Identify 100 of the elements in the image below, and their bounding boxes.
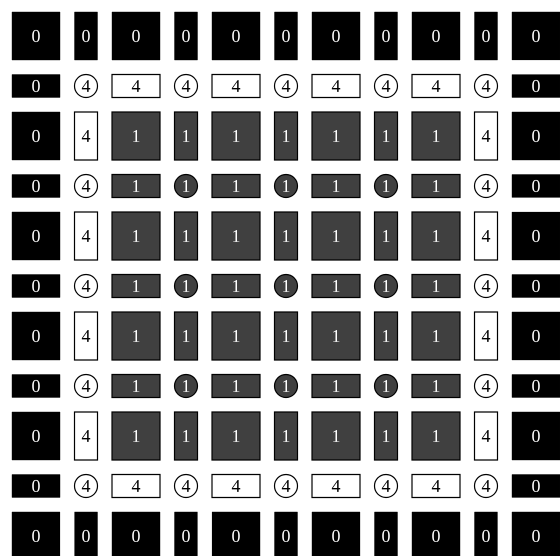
grid-cell: 1 <box>411 174 461 198</box>
grid-cell: 4 <box>74 311 98 361</box>
grid-cell: 0 <box>312 12 360 60</box>
grid-cell: 4 <box>411 74 461 98</box>
grid-cell: 0 <box>12 212 60 260</box>
round-cell: 4 <box>474 74 498 98</box>
grid-cell: 0 <box>474 512 498 556</box>
grid-cell: 0 <box>512 274 560 298</box>
grid-cell: 0 <box>12 312 60 360</box>
round-cell: 4 <box>174 74 198 98</box>
grid-cell: 1 <box>174 211 198 261</box>
grid-cell: 0 <box>174 512 198 556</box>
round-cell: 4 <box>374 74 398 98</box>
round-cell: 1 <box>374 274 398 298</box>
grid-cell: 0 <box>274 512 298 556</box>
grid-cell: 0 <box>212 12 260 60</box>
grid-cell: 0 <box>374 12 398 60</box>
grid-cell: 1 <box>374 211 398 261</box>
round-cell: 4 <box>74 74 98 98</box>
round-cell: 1 <box>274 374 298 398</box>
grid-cell: 1 <box>311 211 361 261</box>
grid-cell: 1 <box>311 411 361 461</box>
grid-cell: 0 <box>512 474 560 498</box>
grid-cell: 0 <box>74 512 98 556</box>
grid-cell: 1 <box>211 311 261 361</box>
grid-cell: 0 <box>12 74 60 98</box>
grid-cell: 0 <box>12 512 60 556</box>
grid-cell: 4 <box>74 211 98 261</box>
grid-cell: 1 <box>111 411 161 461</box>
grid-cell: 0 <box>512 312 560 360</box>
grid-cell: 1 <box>174 411 198 461</box>
grid-cell: 4 <box>111 74 161 98</box>
round-cell: 4 <box>74 274 98 298</box>
grid-cell: 1 <box>111 111 161 161</box>
grid-cell: 1 <box>211 274 261 298</box>
grid-cell: 1 <box>174 111 198 161</box>
grid-cell: 4 <box>74 111 98 161</box>
grid-cell: 0 <box>174 12 198 60</box>
grid-cell: 1 <box>374 311 398 361</box>
grid-cell: 1 <box>111 311 161 361</box>
grid-cell: 0 <box>274 12 298 60</box>
grid-cell: 1 <box>211 111 261 161</box>
grid-cell: 1 <box>411 411 461 461</box>
grid-cell: 0 <box>112 12 160 60</box>
round-cell: 4 <box>74 174 98 198</box>
grid-cell: 1 <box>274 311 298 361</box>
grid-cell: 0 <box>512 212 560 260</box>
grid-cell: 0 <box>12 474 60 498</box>
grid-cell: 4 <box>311 74 361 98</box>
round-cell: 1 <box>374 374 398 398</box>
grid-cell: 1 <box>111 274 161 298</box>
grid-cell: 1 <box>311 374 361 398</box>
grid-cell: 1 <box>374 111 398 161</box>
grid-cell: 1 <box>311 274 361 298</box>
grid-cell: 1 <box>411 211 461 261</box>
grid-cell: 4 <box>311 474 361 498</box>
grid-cell: 0 <box>512 112 560 160</box>
grid-cell: 0 <box>412 512 460 556</box>
grid-cell: 4 <box>411 474 461 498</box>
round-cell: 4 <box>274 74 298 98</box>
grid-cell: 1 <box>174 311 198 361</box>
grid-cell: 0 <box>12 274 60 298</box>
grid-cell: 1 <box>211 174 261 198</box>
round-cell: 4 <box>74 474 98 498</box>
round-cell: 4 <box>474 174 498 198</box>
grid-cell: 0 <box>12 112 60 160</box>
round-cell: 4 <box>274 474 298 498</box>
grid-cell: 0 <box>374 512 398 556</box>
grid-cell: 1 <box>411 111 461 161</box>
grid-cell: 0 <box>512 412 560 460</box>
grid-cell: 0 <box>12 412 60 460</box>
grid-cell: 1 <box>311 311 361 361</box>
grid-cell: 0 <box>12 374 60 398</box>
grid-cell: 0 <box>74 12 98 60</box>
grid-cell: 4 <box>74 411 98 461</box>
grid-cell: 4 <box>211 74 261 98</box>
round-cell: 4 <box>74 374 98 398</box>
grid-cell: 1 <box>411 374 461 398</box>
grid-cell: 0 <box>12 174 60 198</box>
grid-cell: 0 <box>512 12 560 60</box>
grid-cell: 1 <box>374 411 398 461</box>
grid-cell: 1 <box>274 211 298 261</box>
grid-cell: 1 <box>111 211 161 261</box>
round-cell: 4 <box>474 374 498 398</box>
grid-cell: 1 <box>274 411 298 461</box>
grid-cell: 4 <box>211 474 261 498</box>
grid-cell: 4 <box>111 474 161 498</box>
round-cell: 1 <box>274 274 298 298</box>
round-cell: 4 <box>474 474 498 498</box>
grid-cell: 1 <box>311 111 361 161</box>
grid-cell: 4 <box>474 311 498 361</box>
grid-cell: 0 <box>312 512 360 556</box>
grid-cell: 1 <box>211 211 261 261</box>
grid-cell: 4 <box>474 411 498 461</box>
grid-cell: 4 <box>474 211 498 261</box>
grid-cell: 0 <box>474 12 498 60</box>
grid-cell: 1 <box>411 311 461 361</box>
grid-cell: 0 <box>412 12 460 60</box>
grid-cell: 1 <box>211 374 261 398</box>
grid-cell: 1 <box>111 374 161 398</box>
